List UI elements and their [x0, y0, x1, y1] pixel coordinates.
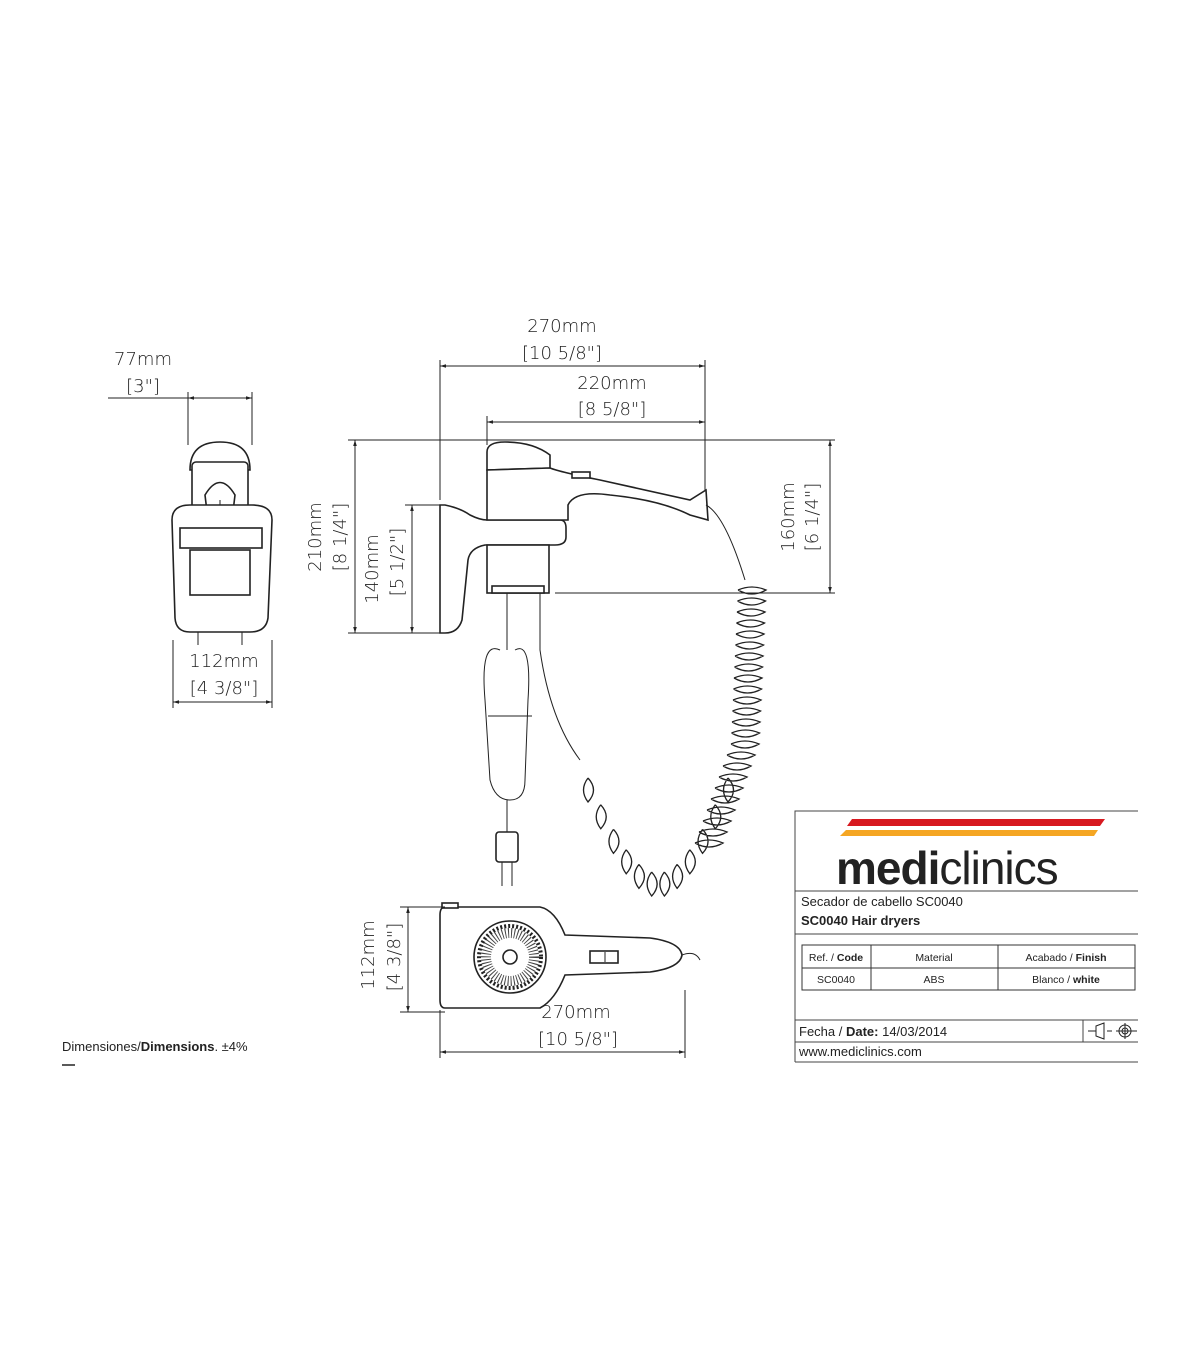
- total-height-in: [8 1/4"]: [330, 503, 351, 571]
- coiled-cord: [582, 586, 768, 898]
- website-link[interactable]: www.mediclinics.com: [798, 1044, 922, 1059]
- mediclinics-logo: mediclinics: [836, 842, 1058, 894]
- title-block: mediclinics Secador de cabello SC0040 SC…: [794, 810, 1138, 1063]
- handle-length-in: [8 5/8"]: [578, 399, 646, 420]
- cell-finish: Blanco / white: [1032, 974, 1100, 986]
- top-length-mm: 270mm: [541, 1002, 610, 1023]
- bracket-height-mm: 140mm: [362, 534, 383, 603]
- total-height-mm: 210mm: [305, 502, 326, 571]
- total-length-mm: 270mm: [527, 316, 596, 337]
- side-base-in: [4 3/8"]: [190, 678, 258, 699]
- title-es: Secador de cabello SC0040: [801, 894, 963, 909]
- dryer-height-in: [6 1/4"]: [802, 483, 823, 551]
- bracket-height-in: [5 1/2"]: [387, 528, 408, 596]
- total-length-in: [10 5/8"]: [522, 343, 602, 364]
- date: Fecha / Date: 14/03/2014: [799, 1024, 947, 1039]
- logo-red-stripe: [847, 819, 1105, 826]
- side-base-mm: 112mm: [189, 651, 258, 672]
- header-material: Material: [915, 952, 952, 964]
- front-view: 270mm [10 5/8"] 220mm [8 5/8"] 210mm [8 …: [305, 316, 835, 898]
- projection-symbol-icon: [1088, 1022, 1137, 1040]
- cell-code: SC0040: [817, 974, 855, 986]
- top-view: 112mm [4 3/8"] 270mm [10 5/8"]: [358, 902, 701, 1058]
- side-width-in: [3"]: [126, 376, 160, 397]
- top-depth-in: [4 3/8"]: [384, 923, 405, 991]
- cell-material: ABS: [923, 974, 944, 986]
- logo-yellow-stripe: [840, 830, 1098, 836]
- tolerance-note: Dimensiones/Dimensions. ±4%: [62, 1039, 248, 1054]
- side-view: 77mm [3"] 112mm [4 3/8"]: [108, 349, 273, 708]
- handle-length-mm: 220mm: [577, 373, 646, 394]
- top-depth-mm: 112mm: [358, 920, 379, 989]
- top-length-in: [10 5/8"]: [538, 1029, 618, 1050]
- dryer-height-mm: 160mm: [778, 482, 799, 551]
- coil-loops: [582, 586, 768, 898]
- side-width-mm: 77mm: [114, 349, 172, 370]
- header-finish: Acabado / Finish: [1025, 952, 1106, 964]
- header-code: Ref. / Code: [809, 952, 863, 964]
- title-en: SC0040 Hair dryers: [801, 913, 920, 928]
